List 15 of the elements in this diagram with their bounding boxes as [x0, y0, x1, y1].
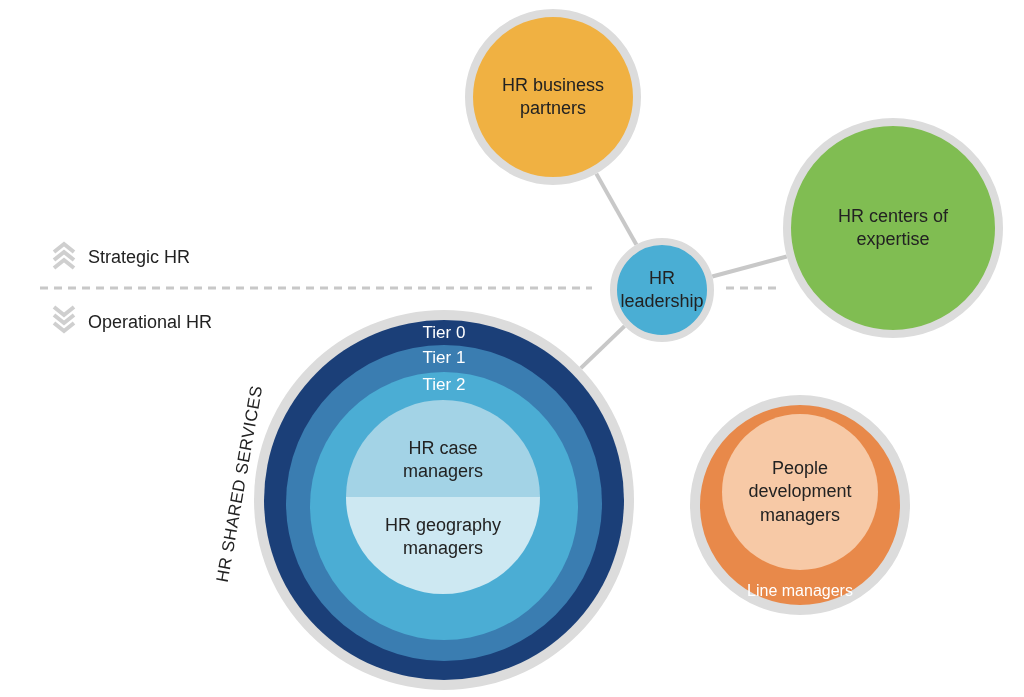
node-label: People development managers — [747, 456, 853, 527]
node-label: Tier 1 — [422, 347, 466, 369]
node-label: HR business partners — [500, 73, 605, 120]
group-title: HR SHARED SERVICES — [212, 384, 268, 584]
connector-line — [579, 324, 626, 370]
node-label: HR case managers — [401, 436, 484, 483]
node-label: Tier 2 — [422, 374, 466, 396]
node-label: HR centers of expertise — [836, 204, 949, 251]
node-label: HR leadership — [619, 266, 705, 313]
connector-line — [711, 254, 788, 279]
node-label: Tier 0 — [422, 322, 466, 344]
side-label: Operational HR — [88, 312, 213, 333]
connector-line — [594, 172, 639, 246]
node-label: HR geography managers — [383, 513, 503, 560]
side-label: Strategic HR — [88, 247, 191, 268]
